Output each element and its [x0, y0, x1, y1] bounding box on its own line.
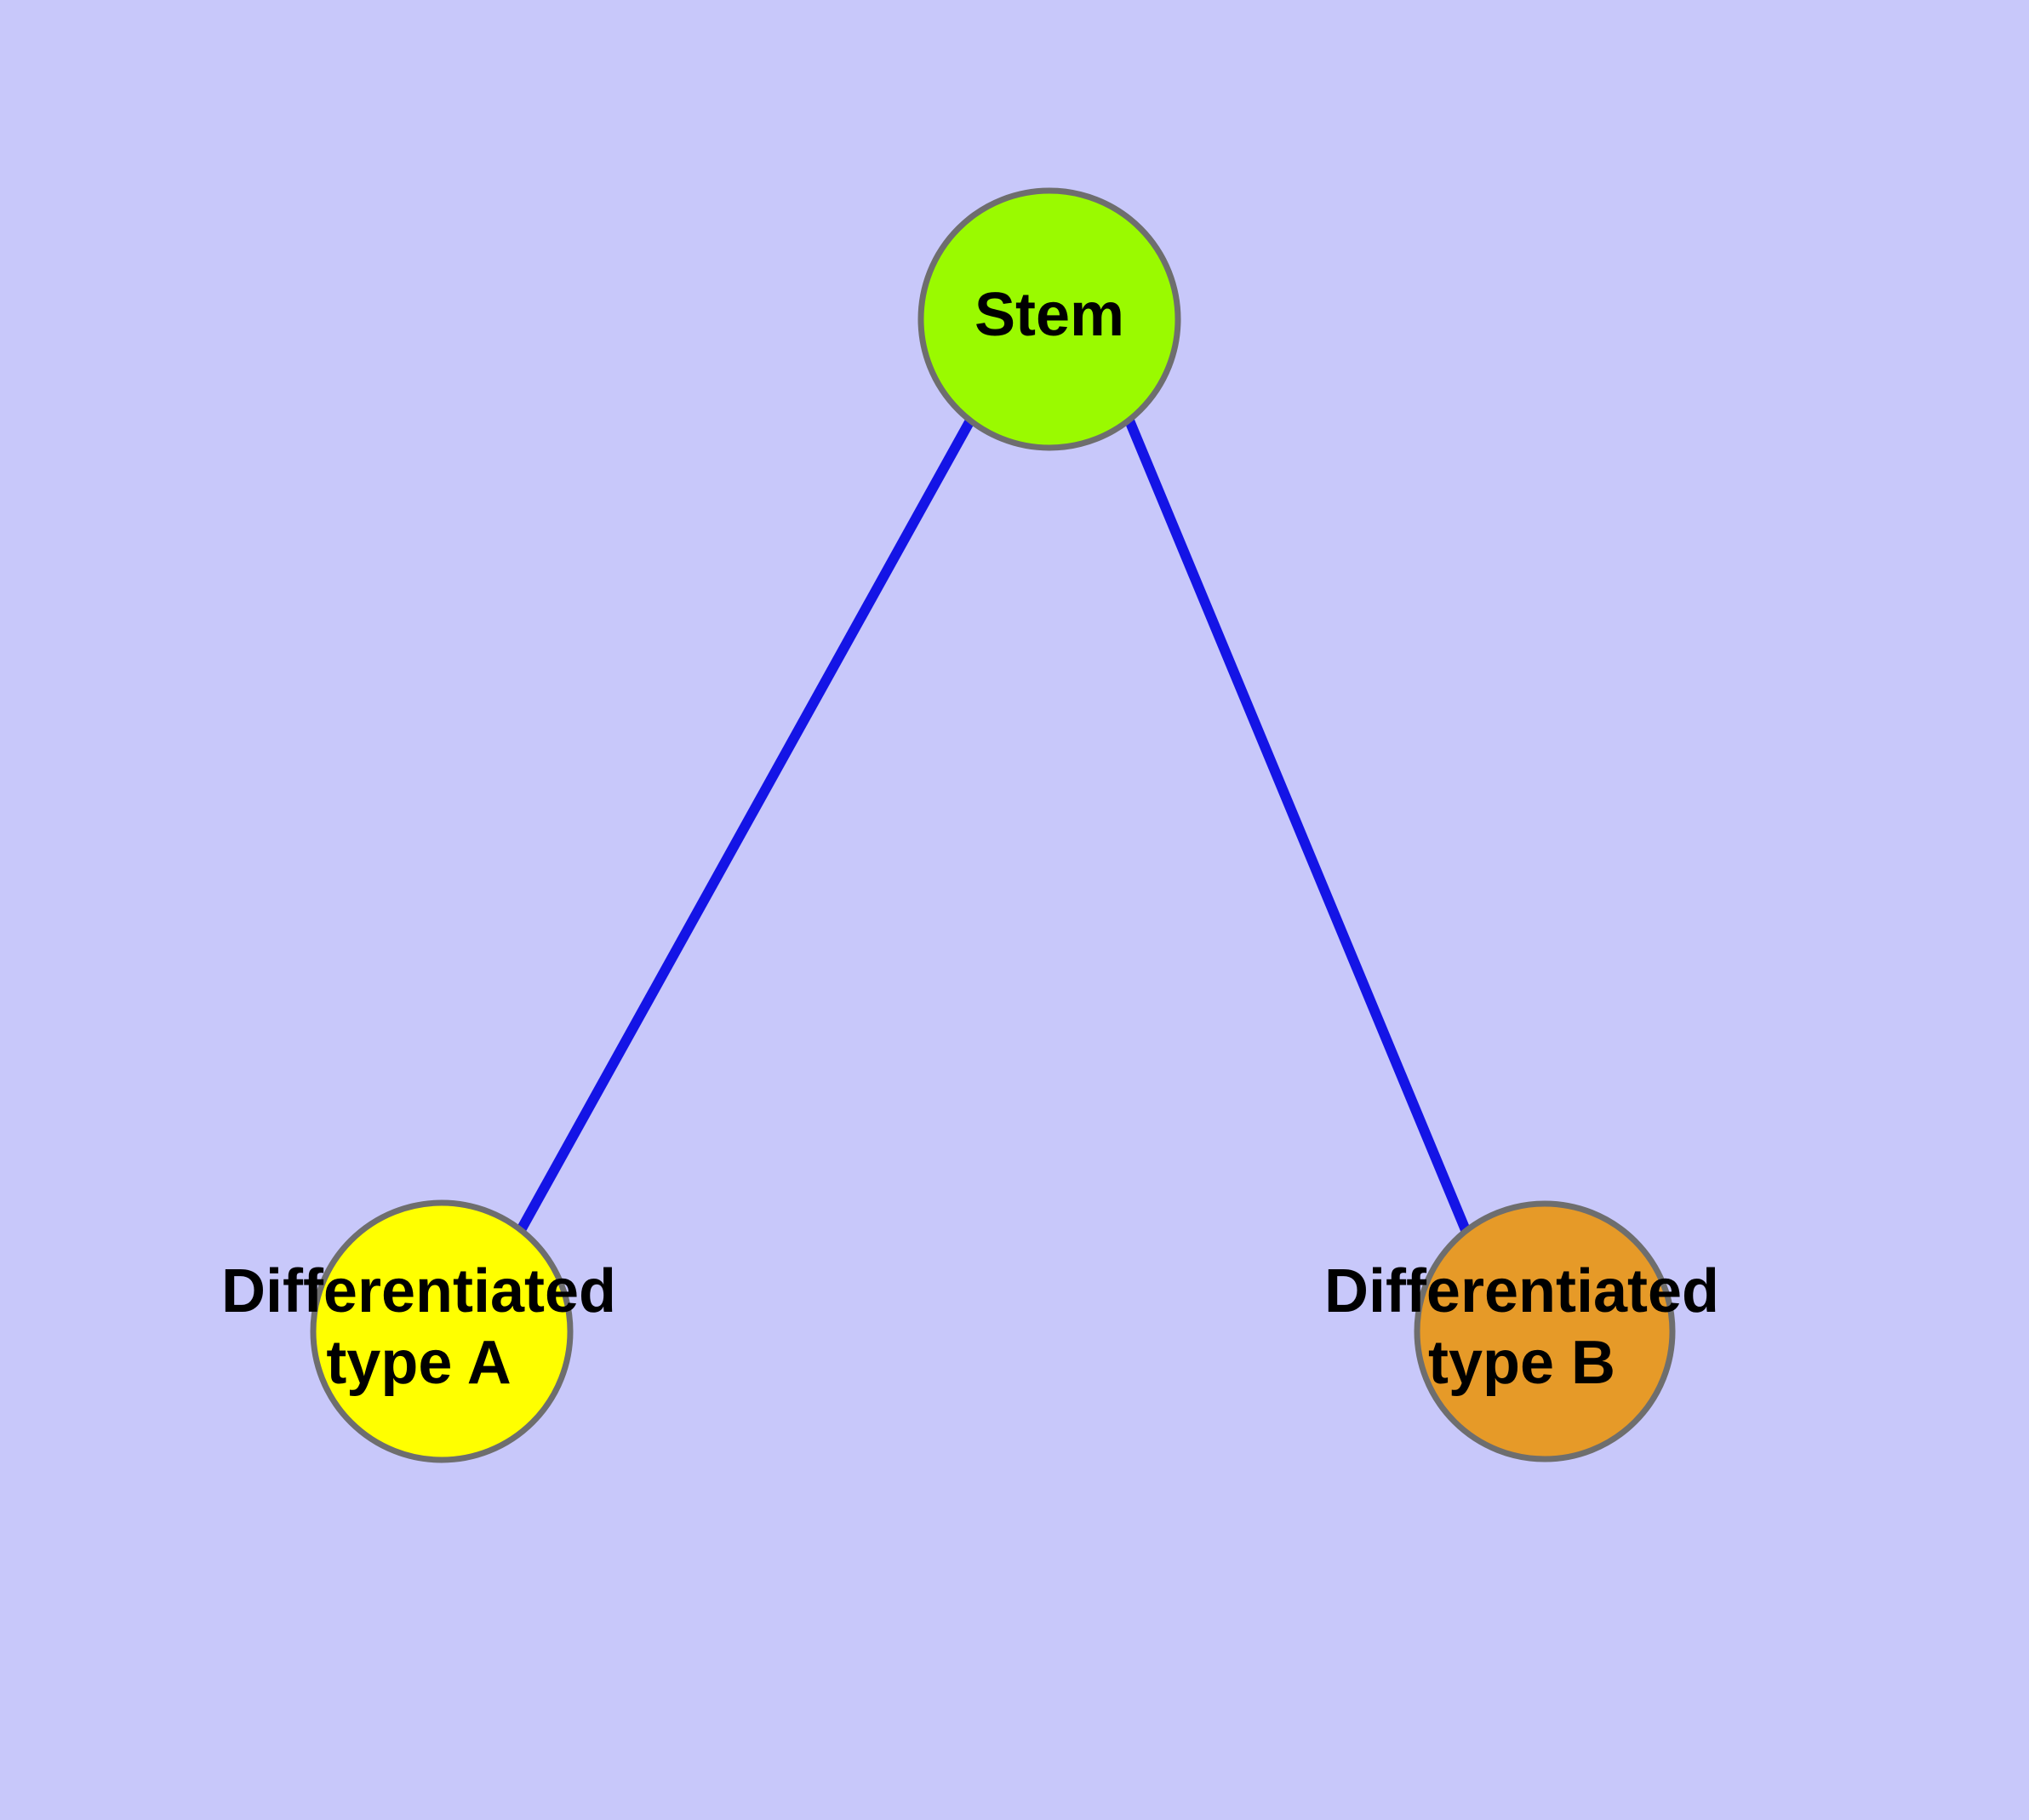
node-label-line: type B — [1428, 1329, 1615, 1397]
node-label-line: type A — [326, 1329, 511, 1397]
graph-node-diff_b[interactable] — [1414, 1200, 1676, 1462]
graph-edge-stem-to-diff_a — [516, 418, 975, 1233]
node-label-line: Stem — [974, 281, 1124, 349]
graph-node-diff_a[interactable] — [310, 1199, 574, 1463]
edges-layer — [516, 418, 1471, 1233]
node-label-line: Differentiated — [221, 1257, 616, 1325]
graph-node-stem[interactable] — [917, 187, 1181, 451]
node-label-stem: Stem — [974, 281, 1124, 349]
nodes-layer — [310, 187, 1676, 1463]
graph-edge-stem-to-diff_b — [1124, 418, 1471, 1233]
node-label-line: Differentiated — [1324, 1257, 1719, 1325]
